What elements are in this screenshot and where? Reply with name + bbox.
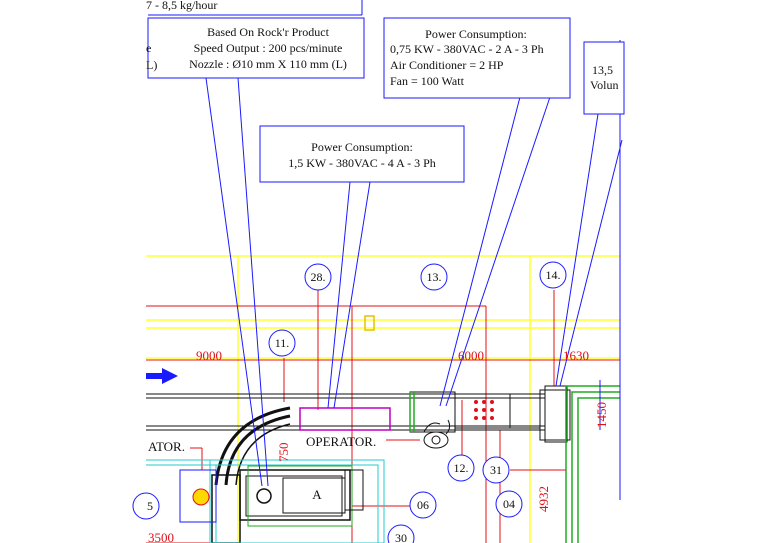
- marker-12-label: 12.: [454, 461, 469, 475]
- flow-arrow-icon: [146, 368, 178, 384]
- callout-power-2-box: [259, 125, 465, 183]
- marker-28-label: 28.: [311, 270, 326, 284]
- callout-rockr-title: Based On Rock'r Product: [207, 25, 329, 39]
- marker-04-label: 04: [503, 497, 515, 511]
- callout-leaders: [148, 0, 623, 487]
- dimension-3500: 3500: [148, 530, 174, 543]
- operator-figure-icon: [423, 419, 451, 449]
- top-left-partial-line2: e: [146, 41, 151, 55]
- marker-11: 11.: [268, 329, 296, 357]
- operator-left-label: ATOR.: [148, 439, 185, 454]
- callout-right-line1: 13,5: [592, 63, 613, 77]
- marker-28: 28.: [304, 263, 332, 291]
- marker-06: 06: [409, 491, 437, 519]
- callout-power-1-box: [383, 17, 571, 99]
- callout-power-2-line1: 1,5 KW - 380VAC - 4 A - 3 Ph: [288, 156, 436, 170]
- callout-rockr-line1: Speed Output : 200 pcs/minute: [194, 41, 343, 55]
- callout-right-box: [583, 41, 625, 115]
- marker-30-label: 30: [395, 531, 407, 543]
- yellow-indicator: [192, 488, 210, 506]
- top-left-partial-line1: 7 - 8,5 kg/hour: [146, 0, 217, 12]
- marker-13-label: 13.: [427, 270, 442, 284]
- callout-rockr-line2: Nozzle : Ø10 mm X 110 mm (L): [189, 57, 347, 71]
- callout-power-1-line3: Fan = 100 Watt: [390, 74, 465, 88]
- yellow-guide-lines: [146, 255, 620, 543]
- callout-right-line2: Volun: [590, 78, 618, 92]
- operator-label: OPERATOR.: [306, 434, 376, 449]
- callout-power-2-title: Power Consumption:: [311, 140, 413, 154]
- dimension-1450: 1450: [594, 402, 609, 428]
- marker-30: 30: [387, 524, 415, 543]
- marker-06-label: 06: [417, 498, 429, 512]
- callout-power-1-line1: 0,75 KW - 380VAC - 2 A - 3 Ph: [390, 42, 544, 56]
- marker-14: 14.: [539, 261, 567, 289]
- dimension-6000: 6000: [458, 348, 484, 363]
- marker-14-label: 14.: [546, 268, 561, 282]
- marker-5-label: 5: [147, 499, 153, 513]
- dimension-750: 750: [276, 443, 291, 463]
- callout-rockr-box: [147, 17, 365, 79]
- top-left-partial-line3: L): [146, 58, 157, 72]
- marker-5: 5: [132, 492, 160, 520]
- dimension-4932: 4932: [536, 486, 551, 512]
- operator-station-box: [299, 407, 391, 431]
- machine-a-label: A: [312, 487, 322, 502]
- callout-power-1-line2: Air Conditioner = 2 HP: [390, 58, 504, 72]
- green-right-structure: [409, 385, 620, 543]
- dimension-1630: 1630: [563, 348, 589, 363]
- callout-power-1-title: Power Consumption:: [425, 27, 527, 41]
- marker-11-label: 11.: [275, 336, 290, 350]
- marker-31: 31: [482, 456, 510, 484]
- marker-13: 13.: [420, 263, 448, 291]
- yellow-marker-box: [364, 315, 375, 331]
- blue-right-structure: [179, 40, 621, 523]
- conveyor-structure: [146, 385, 571, 543]
- marker-04: 04: [495, 490, 523, 518]
- red-dot-column: [474, 400, 494, 420]
- cyan-outlines: [146, 459, 385, 543]
- marker-31-label: 31: [490, 463, 502, 477]
- dimension-9000: 9000: [196, 348, 222, 363]
- marker-12: 12.: [447, 454, 475, 482]
